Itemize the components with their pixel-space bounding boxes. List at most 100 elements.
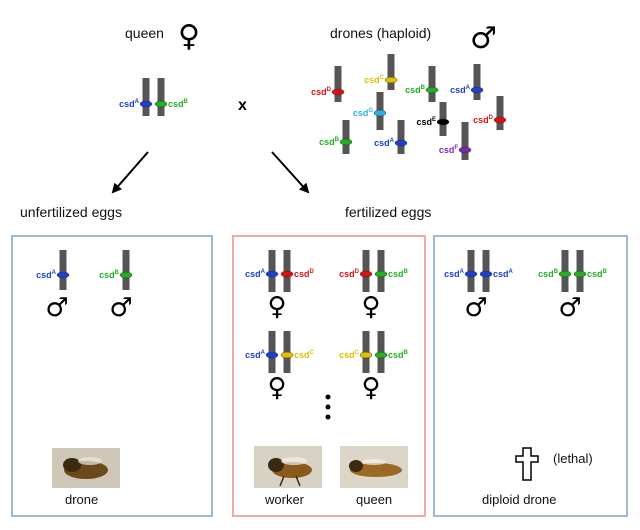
csd-allele-label: csdG — [353, 108, 374, 118]
arrow-to-fertilized — [271, 151, 310, 194]
chromosome: csdB — [99, 250, 133, 290]
diploid-drone-caption: diploid drone — [482, 492, 556, 507]
chromosome-bar — [387, 54, 395, 90]
csd-allele-label: csdB — [587, 269, 608, 279]
chromosome-bar — [397, 120, 405, 154]
csd-allele-label: csdA — [36, 270, 57, 280]
csd-allele-label: csdB — [405, 85, 426, 95]
csd-allele-band — [359, 270, 373, 278]
csd-allele-label: csdD — [473, 115, 494, 125]
csd-allele-band — [139, 100, 153, 108]
csd-allele-band — [425, 86, 439, 94]
male-symbol-icon: ♂ — [464, 293, 487, 323]
chromosome-bar — [496, 96, 504, 130]
chromosome-bar — [122, 250, 130, 290]
csd-allele-band — [374, 270, 388, 278]
diploid-box — [433, 235, 628, 517]
chromosome: csdC — [280, 331, 315, 373]
drone-bee-photo — [52, 448, 120, 488]
csd-allele-label: csdE — [416, 117, 436, 127]
csd-allele-label: csdD — [339, 269, 360, 279]
male-symbol-icon: ♂ — [470, 21, 497, 56]
csd-allele-band — [119, 271, 133, 279]
fertilized-box — [232, 235, 426, 517]
csd-allele-band — [558, 270, 572, 278]
chromosome: csdD — [473, 96, 507, 130]
csd-allele-label: csdB — [388, 350, 409, 360]
chromosome: csdC — [339, 331, 373, 373]
male-symbol-icon: ♂ — [109, 293, 132, 323]
csd-allele-label: csdC — [294, 350, 315, 360]
ellipsis-dot — [325, 404, 331, 410]
csd-allele-label: csdB — [168, 99, 189, 109]
csd-allele-band — [374, 351, 388, 359]
female-symbol-icon: ♀ — [267, 292, 286, 322]
chromosome: csdB — [154, 78, 189, 116]
csd-allele-band — [436, 118, 450, 126]
chromosome: csdB — [538, 250, 572, 292]
unfertilized-eggs-label: unfertilized eggs — [20, 204, 122, 220]
chromosome-bar — [59, 250, 67, 290]
csd-allele-label: csdB — [388, 269, 409, 279]
chromosome: csdB — [573, 250, 608, 292]
csd-allele-band — [265, 351, 279, 359]
chromosome: csdC — [364, 54, 398, 90]
csd-allele-band — [280, 270, 294, 278]
csd-allele-band — [280, 351, 294, 359]
queen-caption: queen — [356, 492, 392, 507]
chromosome-bar — [334, 66, 342, 102]
chromosome: csdD — [311, 66, 345, 102]
cross-symbol: x — [238, 97, 247, 114]
csd-allele-band — [470, 86, 484, 94]
chromosome: csdA — [119, 78, 153, 116]
csd-allele-band — [493, 116, 507, 124]
chromosome: csdA — [245, 250, 279, 292]
csd-allele-label: csdA — [245, 350, 266, 360]
csd-allele-band — [464, 270, 478, 278]
chromosome-layer: csdA csdB csdD csdC csdB csdA csdD csdG csdE csdB… — [36, 54, 608, 403]
female-symbol-icon: ♀ — [361, 292, 380, 322]
lethal-cross-icon — [515, 447, 539, 481]
drones-label: drones (haploid) — [330, 25, 431, 41]
csd-allele-label: csdB — [99, 270, 120, 280]
csd-allele-label: csdA — [444, 269, 465, 279]
csd-allele-band — [573, 270, 587, 278]
chromosome: csdB — [374, 331, 409, 373]
chromosome: csdB — [405, 66, 439, 102]
chromosome: csdF — [439, 122, 472, 160]
female-symbol-icon: ♀ — [267, 373, 286, 403]
csd-allele-band — [373, 109, 387, 117]
female-symbol-icon: ♀ — [361, 373, 380, 403]
arrow-to-unfertilized — [111, 151, 149, 194]
chromosome-bar — [142, 78, 150, 116]
chromosome: csdE — [416, 102, 450, 136]
csd-allele-band — [458, 146, 472, 154]
csd-allele-band — [154, 100, 168, 108]
lethal-label: (lethal) — [553, 451, 593, 466]
csd-allele-label: csdA — [450, 85, 471, 95]
queen-label: queen — [125, 25, 164, 41]
csd-allele-band — [331, 88, 345, 96]
ellipsis-dot — [325, 394, 331, 400]
queen-bee-photo — [340, 446, 408, 488]
csd-allele-label: csdB — [538, 269, 559, 279]
chromosome: csdB — [319, 120, 353, 154]
worker-bee-photo — [254, 446, 322, 488]
csd-allele-label: csdA — [245, 269, 266, 279]
chromosome: csdD — [339, 250, 373, 292]
chromosome: csdA — [450, 64, 484, 100]
chromosome: csdA — [374, 120, 408, 154]
chromosome-bar — [428, 66, 436, 102]
male-symbol-icon: ♂ — [45, 293, 68, 323]
csd-allele-label: csdC — [364, 75, 385, 85]
csd-allele-band — [339, 138, 353, 146]
male-symbol-icon: ♂ — [558, 293, 581, 323]
female-symbol-icon: ♀ — [178, 19, 200, 54]
csd-allele-label: csdB — [319, 137, 340, 147]
csd-allele-label: csdA — [119, 99, 140, 109]
ellipsis-dot — [325, 414, 331, 420]
chromosome: csdG — [353, 92, 387, 130]
csd-allele-band — [359, 351, 373, 359]
chromosome: csdA — [444, 250, 478, 292]
